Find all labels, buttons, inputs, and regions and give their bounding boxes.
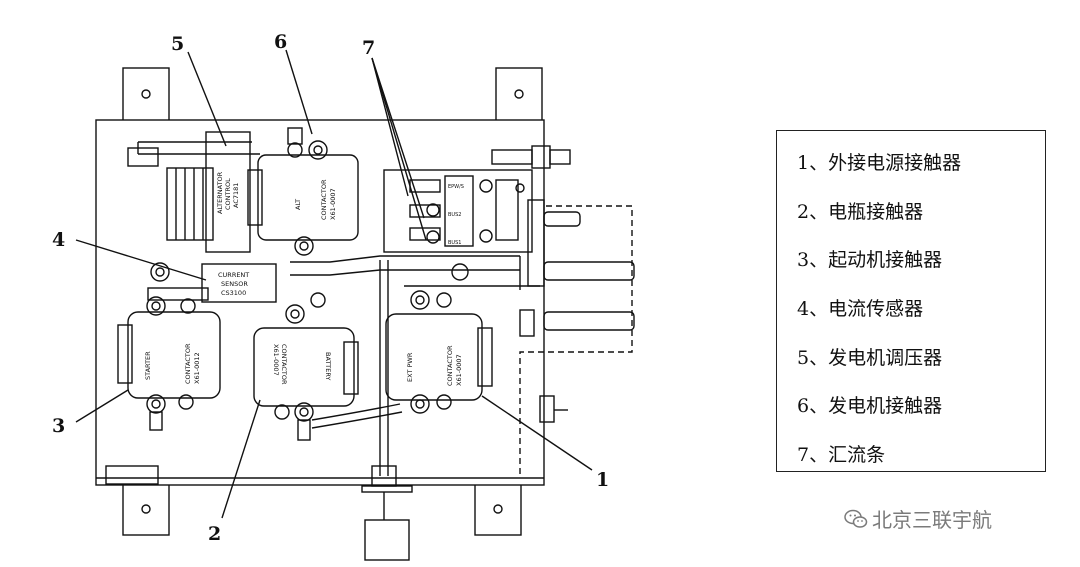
- legend-text: 电流传感器: [828, 298, 924, 321]
- bus-bar-assembly: [383, 145, 571, 253]
- legend-text: 电瓶接触器: [828, 200, 924, 223]
- callout-1: 1: [596, 469, 609, 491]
- legend-text: 起动机接触器: [828, 249, 943, 272]
- alternator-control-label-3: AC7181: [232, 183, 240, 208]
- ext-pwr-contactor-label-1: EXT PWR: [406, 352, 414, 382]
- alt-contactor-label-3: X61-0007: [329, 188, 337, 220]
- watermark-text: 北京三联宇航: [872, 508, 992, 532]
- legend-item-2: 2、电瓶接触器: [797, 188, 1045, 237]
- legend-num: 1、: [797, 152, 829, 174]
- legend-num: 2、: [797, 200, 829, 223]
- legend-num: 6、: [797, 395, 829, 418]
- battery-contactor-label-2: CONTACTOR: [280, 344, 288, 385]
- watermark: 北京三联宇航: [844, 504, 992, 533]
- legend-num: 3、: [797, 249, 829, 272]
- ext-pwr-contactor-label-3: X61-0007: [455, 354, 463, 386]
- mounting-tab-bottom-left: [122, 482, 170, 536]
- callout-2: 2: [208, 523, 221, 545]
- legend-text: 发电机调压器: [828, 346, 943, 369]
- ext-pwr-contactor-label-2: CONTACTOR: [446, 345, 454, 386]
- alt-contactor-label-1: ALT: [294, 199, 302, 210]
- alternator-control-module: [166, 131, 251, 253]
- starter-contactor-label-3: X61-0012: [193, 352, 201, 384]
- mounting-tab-top-right: [495, 67, 543, 123]
- mounting-tab-top-left: [122, 67, 170, 123]
- legend-text: 汇流条: [828, 444, 886, 467]
- external-power-contactor: [385, 290, 493, 414]
- current-sensor: [147, 262, 277, 303]
- battery-contactor: [253, 292, 359, 441]
- wechat-icon: [844, 509, 868, 528]
- legend-box: 1、外接电源接触器 2、电瓶接触器 3、起动机接触器 4、电流传感器 5、发电机…: [776, 130, 1046, 472]
- legend-item-6: 6、发电机接触器: [797, 382, 1045, 431]
- legend-num: 4、: [797, 298, 829, 321]
- legend-num: 7、: [797, 444, 829, 467]
- callout-6: 6: [274, 31, 287, 53]
- mounting-tab-bottom-right: [474, 482, 522, 536]
- bus-label-epws: EPW/S: [448, 184, 464, 190]
- starter-contactor-label-2: CONTACTOR: [184, 343, 192, 384]
- legend-item-5: 5、发电机调压器: [797, 334, 1045, 383]
- mounting-panel: [95, 119, 545, 486]
- legend-num: 5、: [797, 346, 829, 369]
- battery-contactor-label-1: BATTERY: [324, 352, 332, 380]
- legend-text: 发电机接触器: [828, 395, 943, 418]
- starter-contactor-label-1: STARTER: [144, 351, 152, 380]
- callout-3: 3: [52, 415, 65, 437]
- callout-5: 5: [171, 33, 184, 55]
- callout-7: 7: [362, 37, 375, 59]
- alternator-control-label-1: ALTERNATOR: [216, 171, 224, 214]
- legend-item-1: 1、外接电源接触器: [797, 139, 1045, 188]
- legend-item-7: 7、汇流条: [797, 431, 1045, 480]
- current-sensor-label-1: CURRENT: [218, 271, 249, 279]
- bus-label-bus1: BUS1: [448, 240, 461, 246]
- starter-contactor: [117, 296, 221, 431]
- battery-contactor-label-3: X61-0007: [272, 344, 280, 376]
- callout-4: 4: [52, 229, 65, 251]
- current-sensor-label-2: SENSOR: [221, 280, 248, 288]
- alternator-control-label-2: CONTROL: [224, 178, 232, 210]
- bus-label-bus2: BUS2: [448, 212, 461, 218]
- current-sensor-label-3: CS3100: [221, 289, 246, 297]
- alt-contactor-label-2: CONTACTOR: [320, 179, 328, 220]
- legend-item-4: 4、电流传感器: [797, 285, 1045, 334]
- legend-text: 外接电源接触器: [828, 152, 962, 174]
- electrical-box-diagram: ALTERNATOR CONTROL AC7181 ALT CONTACTOR …: [52, 31, 635, 561]
- alternator-contactor: [247, 127, 359, 256]
- legend-item-3: 3、起动机接触器: [797, 236, 1045, 285]
